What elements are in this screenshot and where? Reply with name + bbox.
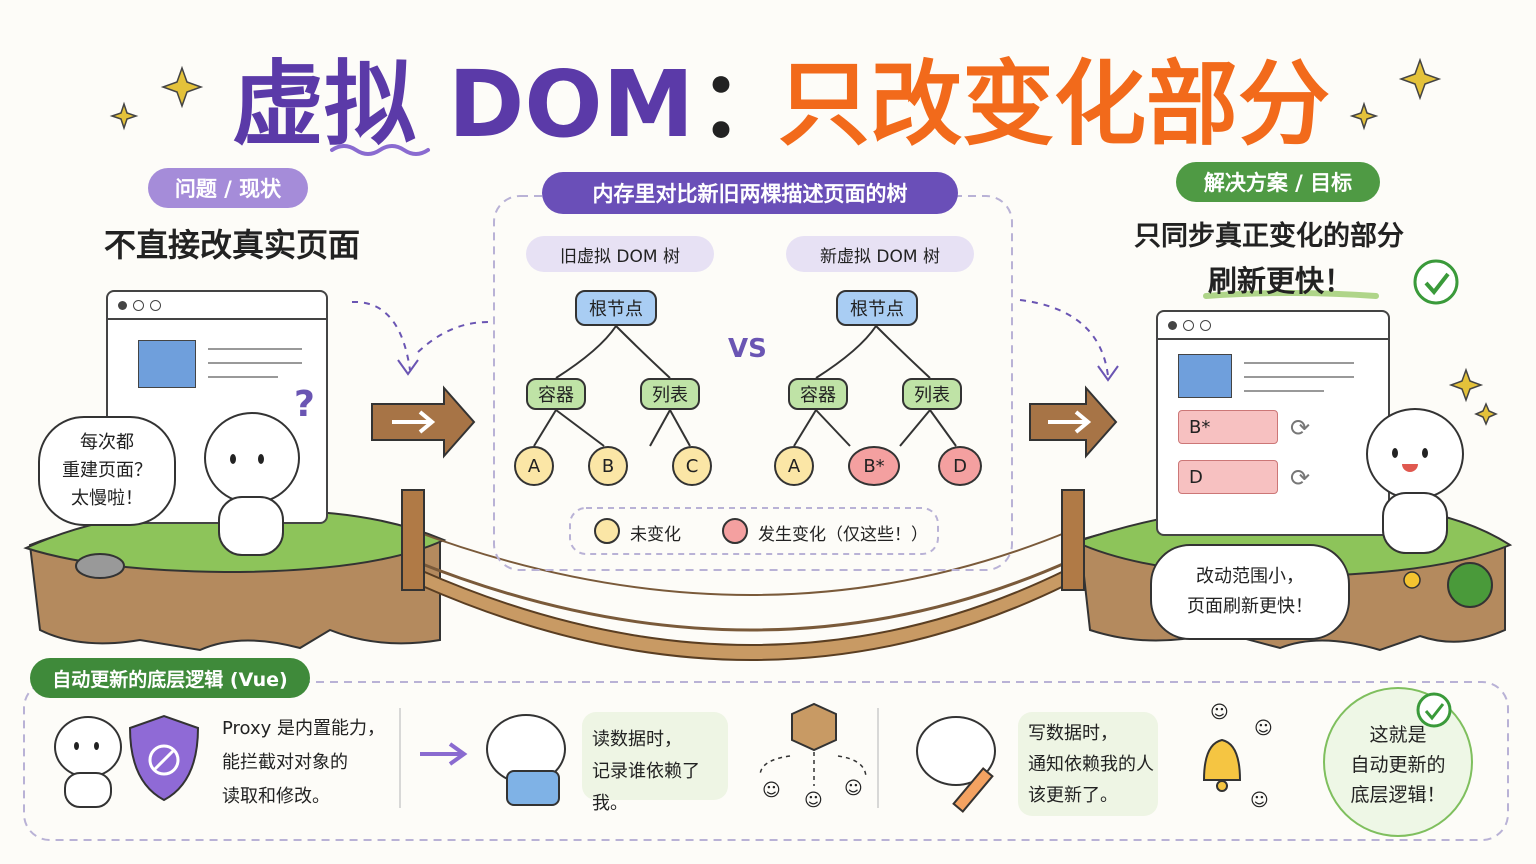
title-left: 虚拟 DOM bbox=[232, 51, 695, 158]
image-placeholder bbox=[138, 340, 196, 388]
bubble-line: 重建页面？ bbox=[62, 460, 152, 481]
old-root-node: 根节点 bbox=[575, 290, 657, 326]
new-tree-label: 新虚拟 DOM 树 bbox=[786, 236, 974, 272]
problem-thought-bubble: 每次都 重建页面？ 太慢啦！ bbox=[38, 416, 176, 526]
book-icon bbox=[506, 770, 560, 806]
happy-character bbox=[1362, 408, 1464, 554]
person-icon: ☺ bbox=[762, 780, 781, 801]
solution-tag: 解决方案 / 目标 bbox=[1176, 162, 1380, 202]
legend-changed-swatch bbox=[722, 518, 748, 544]
new-container-node: 容器 bbox=[788, 378, 848, 410]
bubble-line: 每次都 bbox=[80, 432, 134, 453]
window-dot-icon bbox=[150, 299, 161, 311]
changed-row-d: D bbox=[1178, 460, 1278, 494]
new-root-node: 根节点 bbox=[836, 290, 918, 326]
proxy-description: Proxy 是内置能力， 能拦截对对象的 读取和修改。 bbox=[222, 718, 386, 807]
new-leaf-d-changed: D bbox=[938, 446, 982, 486]
character-small bbox=[54, 716, 122, 808]
new-page-window: B* D ⟳ ⟳ bbox=[1156, 310, 1390, 536]
old-leaf-c: C bbox=[672, 446, 712, 486]
person-icon: ☺ bbox=[804, 790, 823, 811]
person-icon: ☺ bbox=[1254, 718, 1273, 739]
old-leaf-a: A bbox=[514, 446, 554, 486]
window-dot-icon bbox=[1200, 319, 1211, 331]
bell-icon bbox=[1200, 738, 1244, 794]
box-icon bbox=[792, 704, 838, 750]
legend-unchanged-swatch bbox=[594, 518, 620, 544]
confused-character bbox=[200, 412, 300, 556]
refresh-icon: ⟳ bbox=[1290, 464, 1311, 492]
legend-changed-label: 发生变化（仅这些！） bbox=[758, 525, 928, 545]
vs-label: VS bbox=[728, 334, 767, 364]
old-tree-label: 旧虚拟 DOM 树 bbox=[526, 236, 714, 272]
old-leaf-b: B bbox=[588, 446, 628, 486]
vue-tag: 自动更新的底层逻辑 (Vue) bbox=[30, 658, 310, 698]
bubble-line: 改动范围小， bbox=[1196, 566, 1304, 587]
write-note: 写数据时， 通知依赖我的人 该更新了。 bbox=[1018, 712, 1158, 816]
refresh-icon: ⟳ bbox=[1290, 414, 1311, 442]
old-container-node: 容器 bbox=[526, 378, 586, 410]
bubble-line: 太慢啦！ bbox=[71, 488, 143, 509]
check-icon bbox=[1415, 261, 1457, 303]
person-icon: ☺ bbox=[844, 778, 863, 799]
new-leaf-a: A bbox=[774, 446, 814, 486]
person-icon: ☺ bbox=[1210, 702, 1229, 723]
image-placeholder bbox=[1178, 354, 1232, 398]
person-icon: ☺ bbox=[1250, 790, 1269, 811]
legend-unchanged-label: 未变化 bbox=[630, 525, 681, 545]
window-dot-icon bbox=[1183, 319, 1194, 331]
summary-text: 这就是 自动更新的 底层逻辑！ bbox=[1350, 724, 1446, 806]
window-dot-icon bbox=[1168, 320, 1177, 330]
bubble-line: 页面刷新更快！ bbox=[1187, 596, 1313, 617]
new-list-node: 列表 bbox=[902, 378, 962, 410]
read-note: 读数据时， 记录谁依赖了我。 bbox=[582, 712, 728, 814]
solution-line2: 刷新更快！ bbox=[1208, 264, 1354, 298]
window-dot-icon bbox=[133, 299, 144, 311]
writing-character bbox=[916, 716, 1002, 813]
problem-tag: 问题 / 现状 bbox=[148, 168, 308, 208]
old-list-node: 列表 bbox=[640, 378, 700, 410]
question-mark-icon: ? bbox=[294, 384, 315, 425]
compare-tag: 内存里对比新旧两棵描述页面的树 bbox=[542, 172, 958, 214]
solution-line1: 只同步真正变化的部分 bbox=[1134, 221, 1404, 252]
problem-headline: 不直接改真实页面 bbox=[104, 226, 361, 264]
window-dot-icon bbox=[118, 300, 127, 310]
sparkle-icons bbox=[109, 57, 1498, 426]
new-leaf-b-changed: B* bbox=[848, 446, 900, 486]
solution-speech-bubble: 改动范围小， 页面刷新更快！ bbox=[1150, 544, 1350, 640]
reading-character bbox=[486, 714, 568, 806]
title-right: 只改变化部分 bbox=[778, 51, 1331, 158]
title-colon: ： bbox=[698, 51, 791, 158]
changed-row-b: B* bbox=[1178, 410, 1278, 444]
check-icon bbox=[1418, 694, 1450, 726]
